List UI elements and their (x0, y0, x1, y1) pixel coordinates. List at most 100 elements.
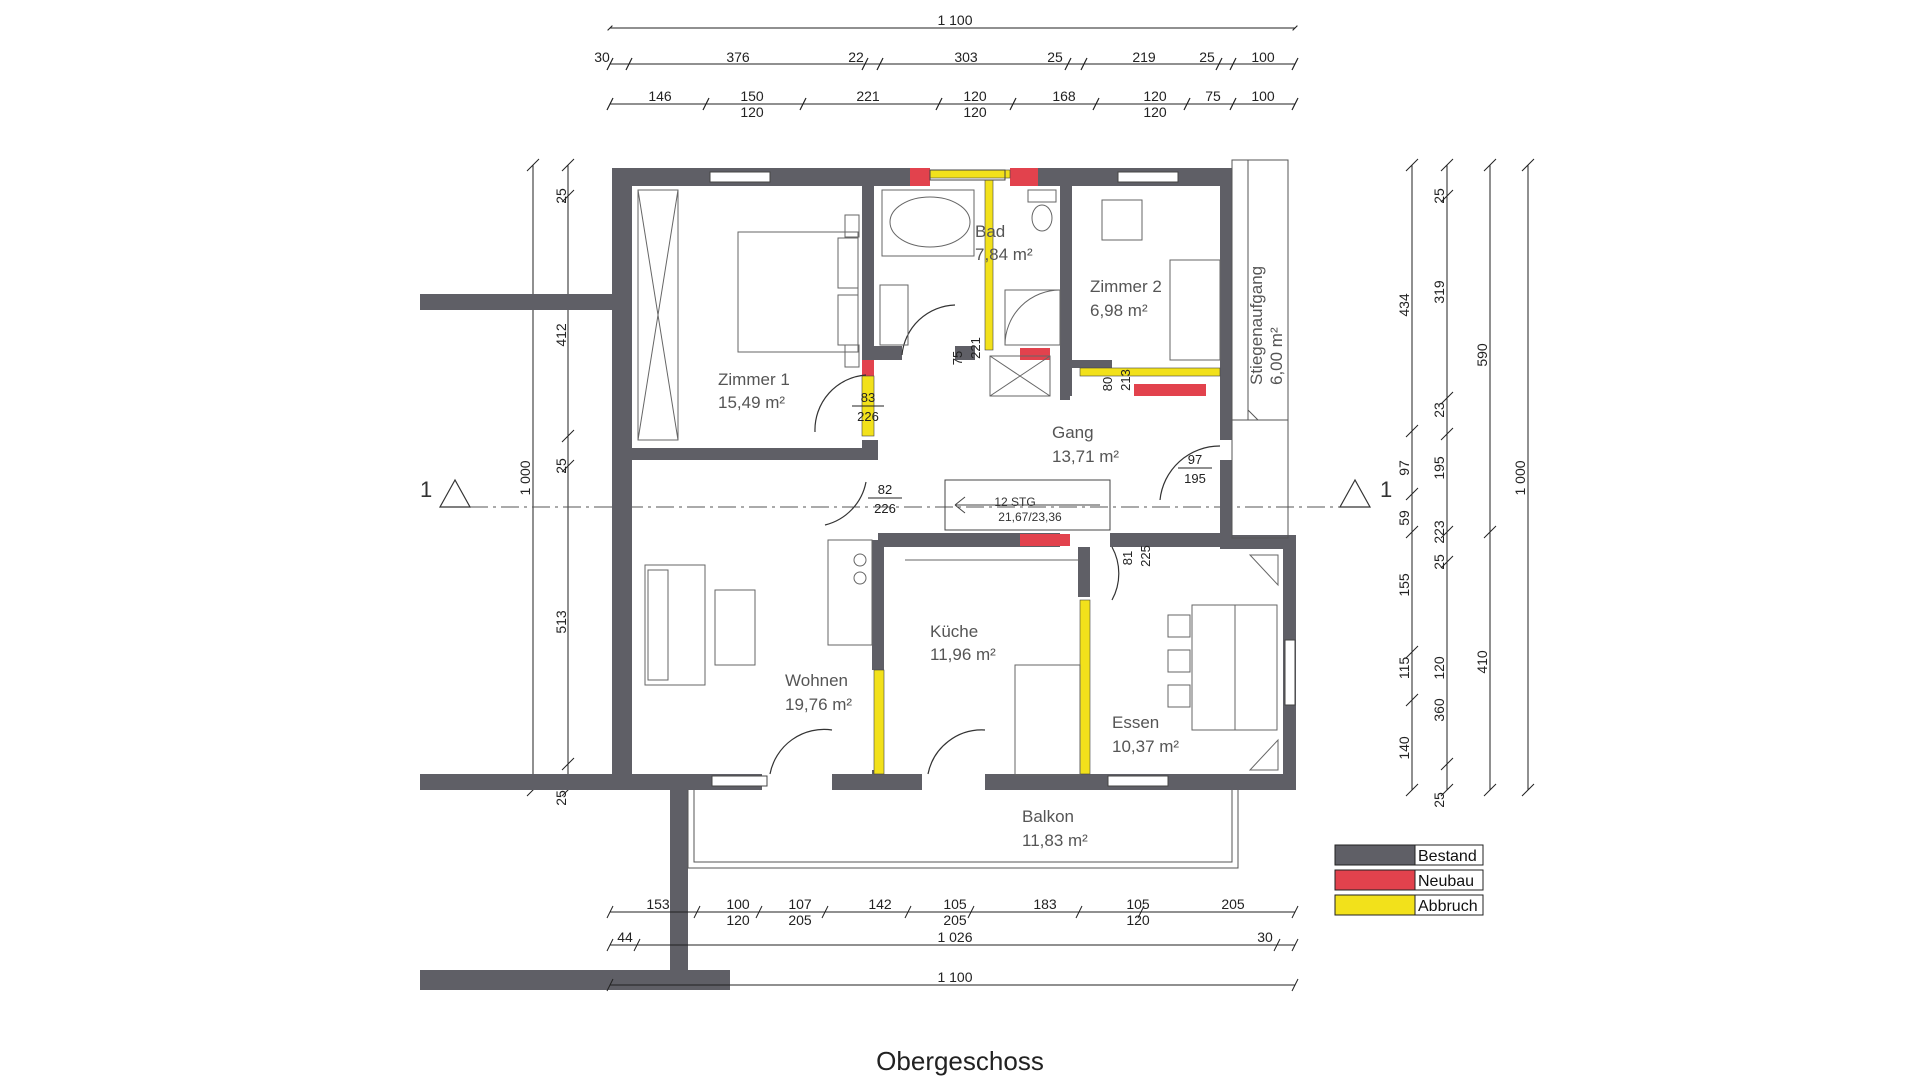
dim: 412 (553, 323, 569, 347)
dim: 107 (788, 896, 812, 912)
door-bad-height: 221 (968, 337, 983, 359)
dim: 150 (740, 88, 764, 104)
legend-label-abbruch: Abbruch (1418, 898, 1478, 915)
wardrobe (637, 189, 679, 441)
room-area-zimmer1: 15,49 m² (718, 393, 785, 412)
dim: 100 (1251, 88, 1275, 104)
dim: 75 (1205, 88, 1221, 104)
dim: 105 (1126, 896, 1150, 912)
dim: 115 (1396, 657, 1412, 680)
desk (1101, 199, 1143, 241)
dim: 25 (1431, 792, 1447, 808)
legend-swatch-bestand (1334, 844, 1416, 866)
room-labels: Zimmer 1 15,49 m² Bad 7,84 m² Zimmer 2 6… (718, 222, 1286, 850)
door-zimmer1 (814, 374, 867, 433)
legend-swatch-neubau (1334, 869, 1416, 891)
plan-title: Obergeschoss (876, 1046, 1044, 1076)
top-row2-dims: 146 150 221 120 168 120 75 100 120 120 1… (648, 88, 1275, 120)
washer (989, 355, 1051, 397)
stair-shaft (1231, 159, 1289, 539)
dim: 146 (648, 88, 672, 104)
door-zimmer1-width: 83 (861, 390, 875, 405)
dim: 120 (963, 88, 987, 104)
stair-steps: 12 STG (994, 495, 1035, 509)
legend-label-neubau: Neubau (1418, 873, 1474, 890)
windows (709, 169, 1296, 787)
dim: 25 (1431, 554, 1447, 570)
demolished-walls (861, 169, 1221, 775)
dim: 319 (1431, 280, 1447, 304)
room-name-wohnen: Wohnen (785, 671, 848, 690)
bed (737, 231, 859, 353)
dim: 120 (726, 912, 750, 928)
bottom-row1-dims: 153 100 107 142 105 183 105 205 120 205 … (646, 896, 1245, 928)
door-stiegen-width: 97 (1188, 452, 1202, 467)
door-wohnen-balkon (769, 728, 833, 775)
room-name-zimmer2: Zimmer 2 (1090, 277, 1162, 296)
dim: 23 (1431, 402, 1447, 418)
dim: 303 (954, 49, 978, 65)
dim: 120 (963, 104, 987, 120)
top-row1-dims: 30 376 22 303 25 219 25 100 (594, 49, 1275, 65)
room-name-balkon: Balkon (1022, 807, 1074, 826)
bottom-row2-dims: 44 1 026 30 (617, 929, 1273, 945)
dim: 22 (848, 49, 864, 65)
top-total-dim: 1 100 (937, 12, 972, 28)
dim: 153 (646, 896, 670, 912)
dim: 25 (553, 458, 569, 474)
dim: 120 (1126, 912, 1150, 928)
toilet (1031, 204, 1053, 232)
dim: 360 (1431, 698, 1447, 722)
door-wohnen-width: 82 (878, 482, 892, 497)
legend-label-bestand: Bestand (1418, 848, 1477, 865)
room-name-gang: Gang (1052, 423, 1094, 442)
top-row2-ticks (606, 97, 1299, 111)
balcony-outline (687, 790, 1239, 869)
dim: 100 (1251, 49, 1275, 65)
door-stiegen (1159, 445, 1221, 501)
room-name-essen: Essen (1112, 713, 1159, 732)
dim: 376 (726, 49, 750, 65)
dim: 1 000 (517, 460, 533, 495)
section-marker-right (1338, 478, 1372, 508)
section-marker-left (438, 478, 472, 508)
dim: 219 (1132, 49, 1156, 65)
door-essen-width: 81 (1120, 551, 1135, 565)
dim: 223 (1431, 520, 1447, 544)
door-wohnen-height: 226 (874, 501, 896, 516)
top-row1-ticks (606, 57, 1299, 71)
dim: 590 (1474, 343, 1490, 367)
legend: Bestand Neubau Abbruch (1334, 844, 1484, 916)
dim: 25 (1199, 49, 1215, 65)
dim: 25 (1047, 49, 1063, 65)
section-label-left: 1 (420, 477, 432, 502)
room-name-kueche: Küche (930, 622, 978, 641)
dim: 140 (1396, 736, 1412, 760)
room-area-bad: 7,84 m² (975, 245, 1033, 264)
dim: 120 (1143, 104, 1167, 120)
dim: 25 (553, 188, 569, 204)
top-dimensions (607, 25, 1298, 105)
dim: 44 (617, 929, 633, 945)
room-area-essen: 10,37 m² (1112, 737, 1179, 756)
door-zimmer2-height: 213 (1118, 369, 1133, 391)
dim: 1 000 (1512, 460, 1528, 495)
dim: 59 (1396, 510, 1412, 526)
dim: 120 (1143, 88, 1167, 104)
door-stiegen-height: 195 (1184, 471, 1206, 486)
room-area-wohnen: 19,76 m² (785, 695, 852, 714)
shower (1004, 289, 1061, 346)
room-name-bad: Bad (975, 222, 1005, 241)
room-name-zimmer1: Zimmer 1 (718, 370, 790, 389)
sink (879, 284, 909, 346)
coffee-table (714, 589, 756, 666)
room-area-balkon: 11,83 m² (1022, 831, 1088, 850)
dim: 205 (943, 912, 967, 928)
dim: 105 (943, 896, 967, 912)
door-kueche-balkon (927, 729, 986, 775)
furniture (637, 189, 1279, 776)
door-essen (1111, 546, 1120, 601)
dim: 30 (1257, 929, 1273, 945)
